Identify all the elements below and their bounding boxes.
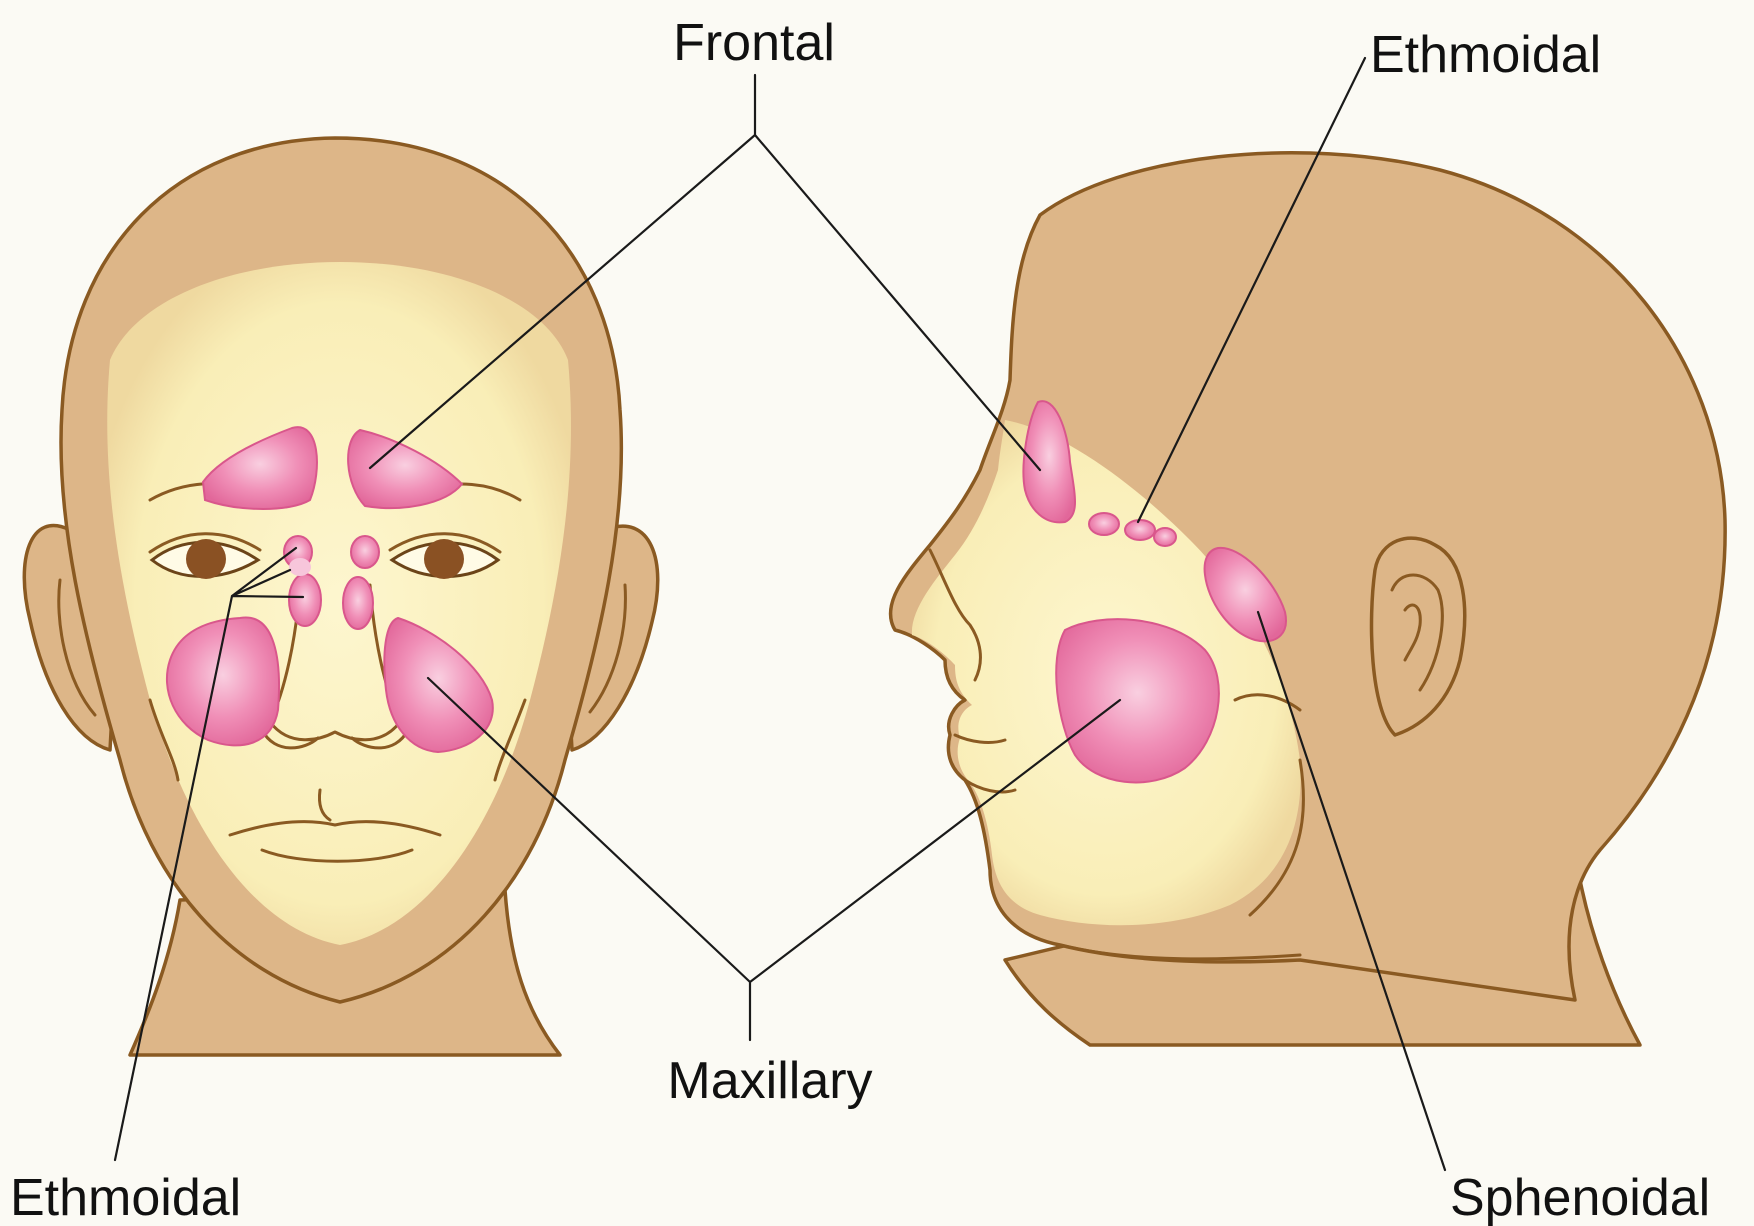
ethmoidal-bottom-label: Ethmoidal [10, 1169, 241, 1226]
ethmoidal-top-label: Ethmoidal [1370, 26, 1601, 84]
sphenoidal-label: Sphenoidal [1450, 1169, 1710, 1226]
maxillary-label: Maxillary [667, 1052, 872, 1110]
side-head-icon [890, 153, 1725, 1045]
side-maxillary-sinus [1056, 619, 1219, 782]
front-head-icon [24, 138, 657, 1055]
frontal-label: Frontal [673, 14, 835, 72]
